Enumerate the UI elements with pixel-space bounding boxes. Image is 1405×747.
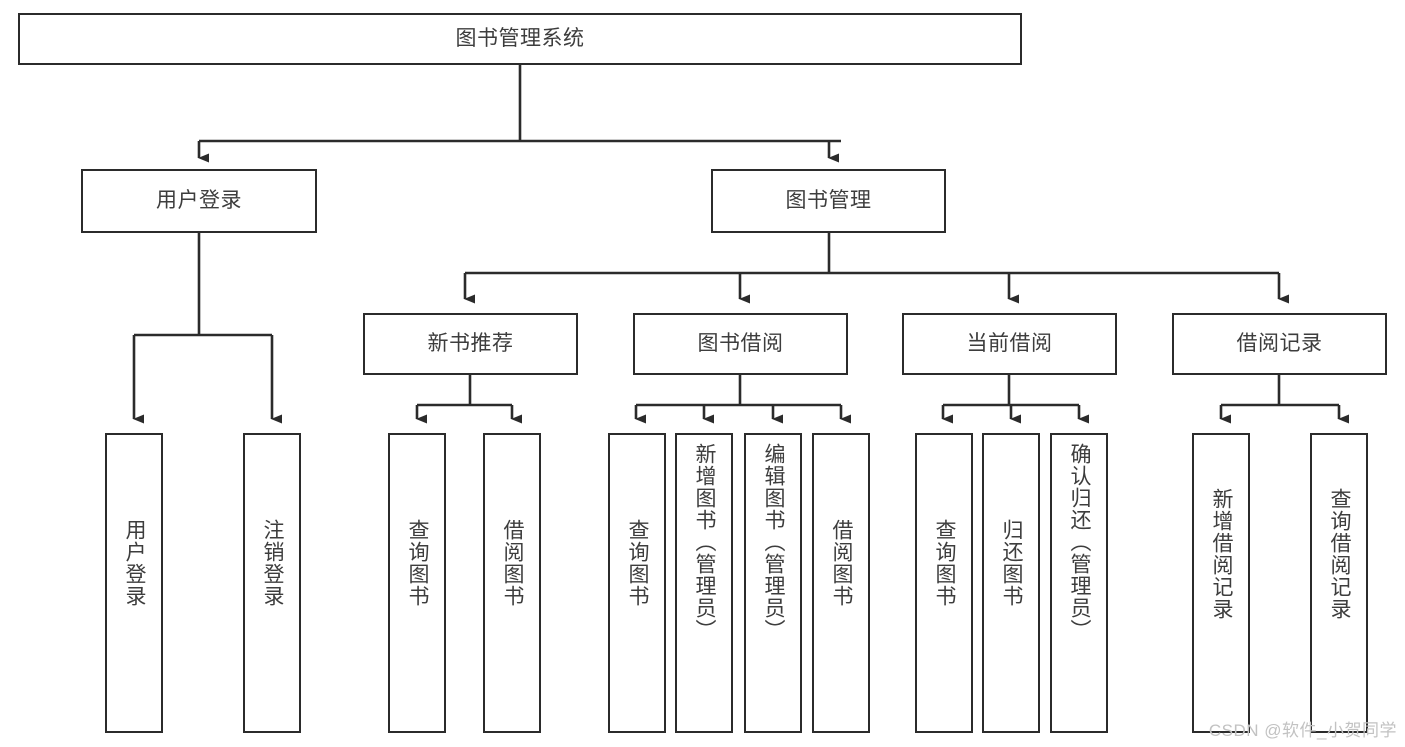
- leaf-query-book-2[interactable]: 查询图书: [608, 433, 666, 733]
- node-root-book-management-system[interactable]: 图书管理系统: [18, 13, 1022, 65]
- leaf-label: 注销登录: [261, 519, 285, 607]
- leaf-edit-book-admin[interactable]: 编辑图书（管理员）: [744, 433, 802, 733]
- leaf-label: 用户登录: [123, 519, 147, 607]
- node-user-login[interactable]: 用户登录: [81, 169, 317, 233]
- leaf-add-borrowing-record[interactable]: 新增借阅记录: [1192, 433, 1250, 733]
- node-label: 当前借阅: [966, 332, 1053, 356]
- leaf-label: 查询图书: [406, 519, 430, 607]
- node-new-book-recommendation[interactable]: 新书推荐: [363, 313, 578, 375]
- node-book-borrowing[interactable]: 图书借阅: [633, 313, 848, 375]
- leaf-label: 查询图书: [626, 519, 650, 607]
- node-label: 图书借阅: [697, 332, 784, 356]
- leaf-logout[interactable]: 注销登录: [243, 433, 301, 733]
- leaf-query-borrowing-record[interactable]: 查询借阅记录: [1310, 433, 1368, 733]
- leaf-add-book-admin[interactable]: 新增图书（管理员）: [675, 433, 733, 733]
- leaf-user-login[interactable]: 用户登录: [105, 433, 163, 733]
- node-current-borrowing[interactable]: 当前借阅: [902, 313, 1117, 375]
- leaf-label: 借阅图书: [830, 519, 854, 607]
- leaf-query-book-1[interactable]: 查询图书: [388, 433, 446, 733]
- leaf-label: 新增借阅记录: [1210, 488, 1234, 620]
- node-label: 新书推荐: [427, 332, 514, 356]
- leaf-label: 借阅图书: [501, 519, 525, 607]
- node-book-management[interactable]: 图书管理: [711, 169, 946, 233]
- leaf-return-book[interactable]: 归还图书: [982, 433, 1040, 733]
- leaf-label: 编辑图书（管理员）: [762, 443, 786, 641]
- node-label: 图书管理系统: [455, 27, 585, 51]
- leaf-label: 归还图书: [1000, 519, 1024, 607]
- node-label: 借阅记录: [1236, 332, 1323, 356]
- leaf-label: 新增图书（管理员）: [693, 443, 717, 641]
- leaf-label: 查询图书: [933, 519, 957, 607]
- node-borrowing-record[interactable]: 借阅记录: [1172, 313, 1387, 375]
- leaf-borrow-book-2[interactable]: 借阅图书: [812, 433, 870, 733]
- csdn-watermark: CSDN @软件_小贺同学: [1208, 721, 1397, 740]
- node-label: 图书管理: [785, 189, 872, 213]
- node-label: 用户登录: [156, 189, 242, 213]
- leaf-borrow-book-1[interactable]: 借阅图书: [483, 433, 541, 733]
- leaf-query-book-3[interactable]: 查询图书: [915, 433, 973, 733]
- leaf-label: 查询借阅记录: [1328, 488, 1352, 620]
- leaf-label: 确认归还（管理员）: [1068, 443, 1092, 641]
- leaf-confirm-return-admin[interactable]: 确认归还（管理员）: [1050, 433, 1108, 733]
